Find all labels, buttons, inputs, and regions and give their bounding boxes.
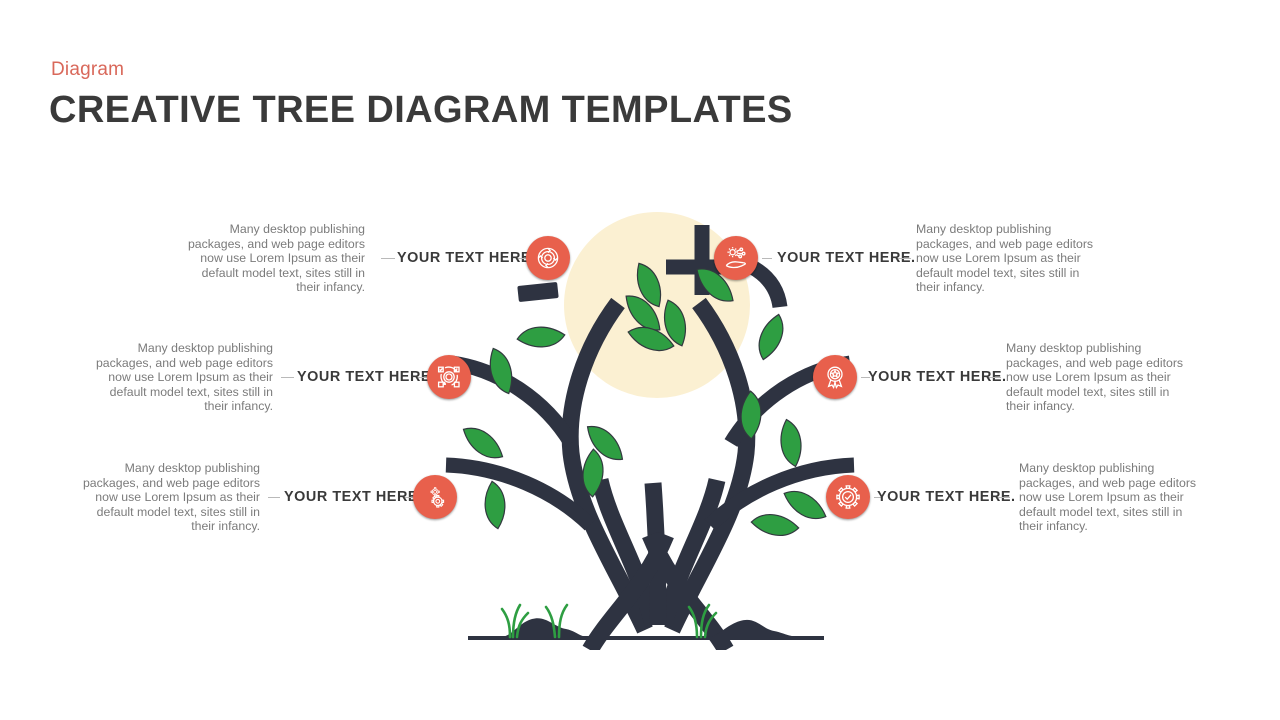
badge-target-cycle-icon[interactable] bbox=[526, 236, 570, 280]
ground-line bbox=[468, 636, 824, 640]
target-cycle-icon bbox=[537, 247, 559, 269]
callout-label[interactable]: YOUR TEXT HERE. bbox=[877, 489, 1016, 505]
tree-svg bbox=[445, 212, 855, 655]
award-medal-icon bbox=[827, 366, 843, 389]
callout-body-text: Many desktop publishing packages, and we… bbox=[95, 341, 273, 414]
callout-label[interactable]: YOUR TEXT HERE. bbox=[397, 250, 536, 266]
callout-label[interactable]: YOUR TEXT HERE. bbox=[868, 369, 1007, 385]
connector-dash-right bbox=[405, 497, 413, 498]
connector-dash-right bbox=[418, 377, 427, 378]
callout-body-text: Many desktop publishing packages, and we… bbox=[187, 222, 365, 295]
tree-illustration bbox=[440, 195, 860, 655]
connector-dash-left bbox=[381, 258, 395, 259]
hand-gear-network-icon bbox=[725, 247, 747, 269]
checklist-cycle-icon bbox=[437, 366, 460, 388]
page-title: CREATIVE TREE DIAGRAM TEMPLATES bbox=[49, 89, 793, 131]
badge-hand-gear-network-icon[interactable] bbox=[714, 236, 758, 280]
gear-check-icon bbox=[836, 485, 860, 509]
gears-icon bbox=[430, 487, 445, 508]
badge-award-medal-icon[interactable] bbox=[813, 355, 857, 399]
callout-body-text: Many desktop publishing packages, and we… bbox=[916, 222, 1094, 295]
connector-dash-right bbox=[898, 258, 911, 259]
callout-body-text: Many desktop publishing packages, and we… bbox=[1019, 461, 1197, 534]
callout-label[interactable]: YOUR TEXT HERE. bbox=[284, 489, 423, 505]
callout-label[interactable]: YOUR TEXT HERE. bbox=[297, 369, 436, 385]
callout-body-text: Many desktop publishing packages, and we… bbox=[82, 461, 260, 534]
connector-dash-left bbox=[268, 497, 280, 498]
connector-dash-left bbox=[861, 377, 870, 378]
connector-dash-right bbox=[518, 258, 528, 259]
callout-label[interactable]: YOUR TEXT HERE. bbox=[777, 250, 916, 266]
detached-branch-stub bbox=[517, 282, 559, 302]
connector-dash-right bbox=[998, 497, 1010, 498]
tree-leaves bbox=[462, 262, 827, 536]
connector-dash-right bbox=[989, 377, 1001, 378]
connector-dash-left bbox=[874, 497, 882, 498]
connector-dash-left bbox=[762, 258, 772, 259]
badge-gears-icon[interactable] bbox=[413, 475, 457, 519]
ground-mounds bbox=[500, 618, 800, 637]
grass-tufts bbox=[500, 603, 718, 639]
connector-dash-left bbox=[281, 377, 294, 378]
badge-checklist-cycle-icon[interactable] bbox=[427, 355, 471, 399]
callout-body-text: Many desktop publishing packages, and we… bbox=[1006, 341, 1184, 414]
badge-gear-check-icon[interactable] bbox=[826, 475, 870, 519]
slide-eyebrow-label: Diagram bbox=[51, 59, 125, 80]
